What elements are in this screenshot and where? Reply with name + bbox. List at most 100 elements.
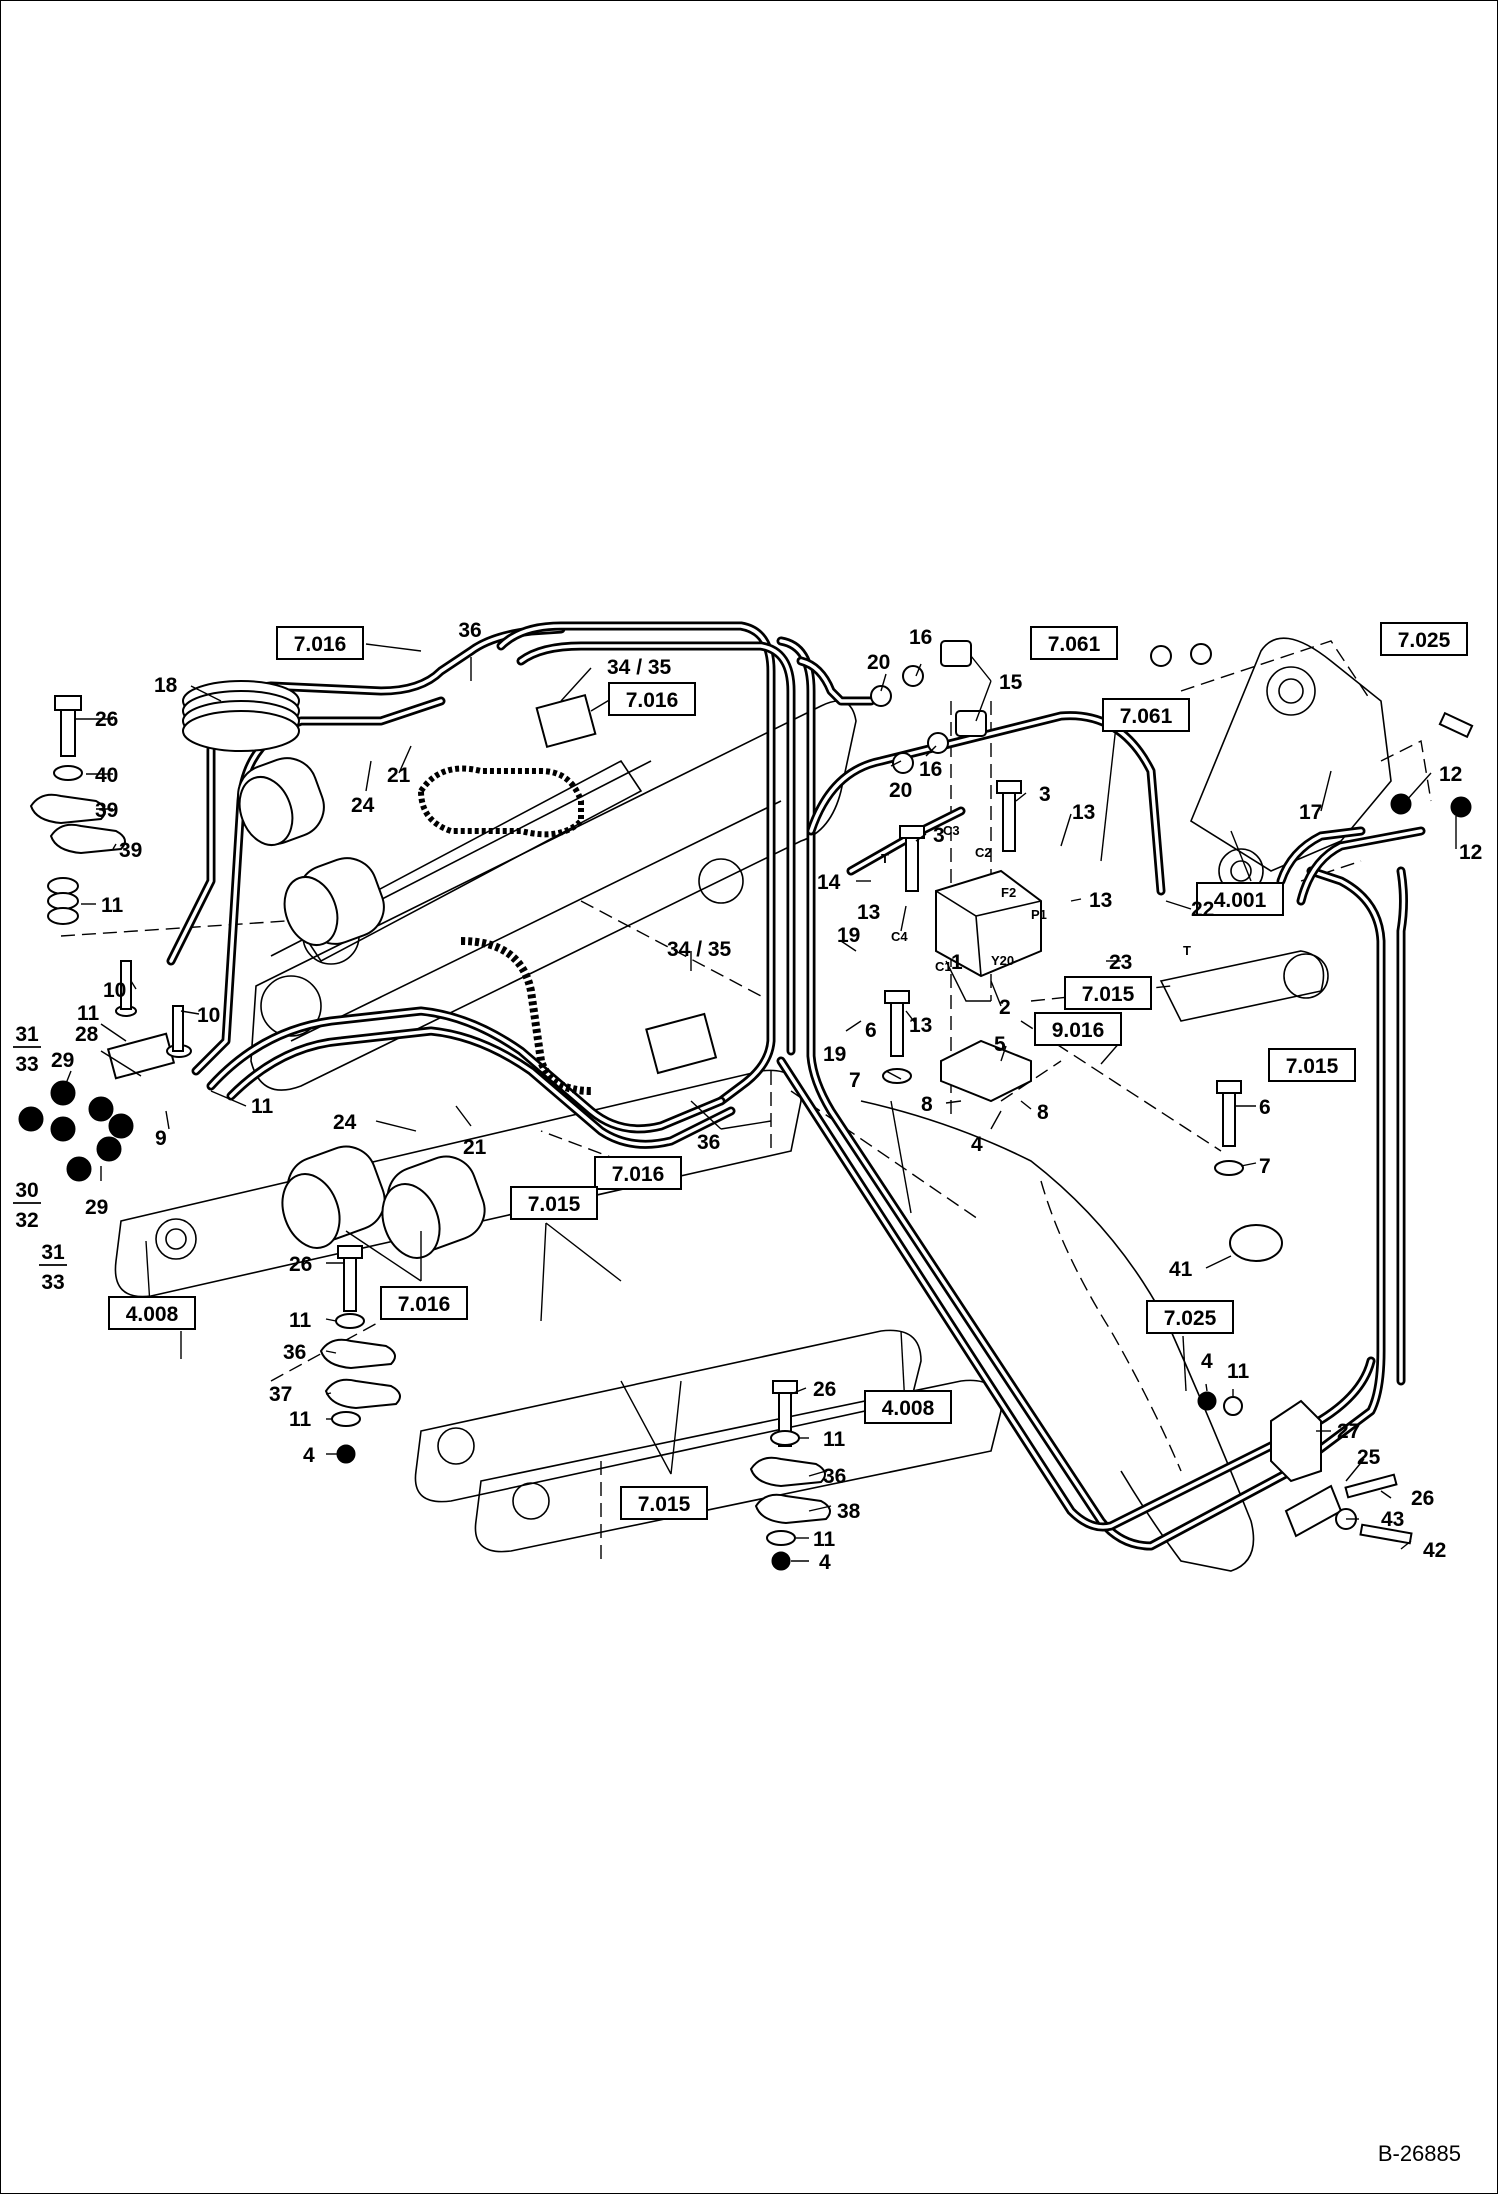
bolt-7025 [1438, 711, 1474, 739]
valve-block-top [535, 693, 597, 749]
callout-14: 14 [817, 871, 841, 894]
callout-2: 2 [999, 996, 1011, 1019]
svg-text:4.001: 4.001 [1214, 889, 1267, 912]
callout-11-g: 11 [813, 1528, 836, 1551]
quick-coupling-top [237, 757, 385, 946]
callout-11-a: 11 [101, 894, 124, 917]
ref-box-7061-b: 7.061 [1102, 698, 1190, 732]
callout-17: 17 [1299, 801, 1322, 824]
svg-text:4.008: 4.008 [126, 1303, 179, 1326]
port-y20: Y20 [991, 953, 1014, 968]
bolt-stack-bottom-left [319, 1245, 401, 1464]
callout-36-top: 36 [458, 619, 481, 642]
callout-3-a: 3 [1039, 783, 1051, 806]
fraction-30-32: 30 32 [13, 1179, 41, 1232]
callout-24-mid: 24 [333, 1111, 357, 1134]
fittings-15-16 [870, 640, 987, 774]
callout-11-h: 11 [1227, 1360, 1250, 1383]
callout-13-d: 13 [909, 1014, 932, 1037]
callout-24-top: 24 [351, 794, 375, 817]
port-labels: C3 C2 T F2 P1 C4 C1 Y20 T [881, 823, 1191, 974]
callout-16-mid: 16 [919, 758, 942, 781]
callout-1: 1 [951, 951, 963, 974]
callout-19-b: 19 [823, 1043, 846, 1066]
leader-lines [62, 643, 1457, 1562]
callout-12-b: 12 [1459, 841, 1482, 864]
callout-36-mid: 36 [697, 1131, 720, 1154]
svg-text:7.015: 7.015 [1286, 1055, 1339, 1078]
fitting-7061 [1150, 645, 1172, 667]
callout-20-top: 20 [867, 651, 890, 674]
callout-21-top: 21 [387, 764, 411, 787]
callout-3-b: 3 [933, 824, 945, 847]
svg-text:7.025: 7.025 [1398, 629, 1451, 652]
ref-box-7016-a: 7.016 [276, 626, 364, 660]
svg-text:33: 33 [41, 1271, 64, 1294]
svg-text:7.061: 7.061 [1120, 705, 1173, 728]
ref-box-7015-b: 7.015 [1268, 1048, 1356, 1082]
port-t-a: T [881, 851, 889, 866]
components [18, 640, 1474, 1571]
callout-4-b: 4 [303, 1444, 315, 1467]
callout-4-a: 4 [971, 1133, 983, 1156]
fraction-31-33-top: 31 33 [13, 1023, 41, 1076]
svg-text:31: 31 [15, 1023, 39, 1046]
callout-36-c: 36 [823, 1465, 846, 1488]
item-callouts: 36 34 / 35 18 26 40 39 39 11 21 24 20 16… [51, 619, 1482, 1574]
svg-text:7.016: 7.016 [612, 1163, 665, 1186]
callout-22: 22 [1191, 898, 1214, 921]
callout-34-35-mid: 34 / 35 [667, 938, 732, 961]
port-c4: C4 [891, 929, 908, 944]
callout-13-a: 13 [1072, 801, 1095, 824]
mounting-plate-5 [940, 1039, 1032, 1103]
callout-43: 43 [1381, 1508, 1404, 1531]
port-c2: C2 [975, 845, 992, 860]
callout-19-a: 19 [837, 924, 860, 947]
spring-18 [182, 680, 300, 752]
ref-box-7061-a: 7.061 [1030, 626, 1118, 660]
callout-5: 5 [994, 1033, 1006, 1056]
callout-4-c: 4 [819, 1551, 831, 1574]
callout-37: 37 [269, 1383, 292, 1406]
callout-11-e: 11 [289, 1408, 312, 1431]
callout-27: 27 [1337, 1420, 1360, 1443]
callout-6-b: 6 [1259, 1096, 1271, 1119]
callout-11-f: 11 [823, 1428, 846, 1451]
callout-26-d: 26 [1411, 1487, 1434, 1510]
svg-text:7.015: 7.015 [528, 1193, 581, 1216]
callout-20-mid: 20 [889, 779, 912, 802]
callout-26-c: 26 [813, 1378, 836, 1401]
bolt-mid-6 [882, 990, 912, 1084]
callout-38: 38 [837, 1500, 861, 1523]
fitting-12-b [1450, 796, 1472, 818]
bolt-right-6 [1214, 1080, 1244, 1176]
callout-26-left: 26 [95, 708, 118, 731]
callout-10-a: 10 [103, 979, 126, 1002]
ref-box-7015-c: 7.015 [510, 1186, 598, 1220]
callout-34-35-top: 34 / 35 [607, 656, 672, 679]
callout-9: 9 [155, 1127, 167, 1150]
port-f2: F2 [1001, 885, 1016, 900]
ref-box-4001: 4.001 [1196, 882, 1284, 916]
callout-23: 23 [1109, 951, 1132, 974]
callout-21-mid: 21 [463, 1136, 487, 1159]
svg-text:4.008: 4.008 [882, 1397, 935, 1420]
reference-boxes: 7.016 7.016 7.016 7.016 7.061 7.061 7.02… [108, 622, 1468, 1520]
drawing-number: B-26885 [1377, 2141, 1461, 2166]
callout-12-a: 12 [1439, 763, 1462, 786]
fittings-cluster-left [18, 960, 192, 1182]
port-c3: C3 [943, 823, 960, 838]
callout-11-d: 11 [289, 1309, 312, 1332]
port-c1: C1 [935, 959, 952, 974]
callout-40: 40 [95, 764, 118, 787]
callout-11-c: 11 [251, 1095, 274, 1118]
svg-text:33: 33 [15, 1053, 38, 1076]
svg-text:7.061: 7.061 [1048, 633, 1101, 656]
ref-box-7016-d: 7.016 [380, 1286, 468, 1320]
callout-18: 18 [154, 674, 178, 697]
callout-28: 28 [75, 1023, 99, 1046]
fitting-12-a [1390, 793, 1412, 815]
callout-7-b: 7 [1259, 1155, 1271, 1178]
svg-text:30: 30 [15, 1179, 38, 1202]
